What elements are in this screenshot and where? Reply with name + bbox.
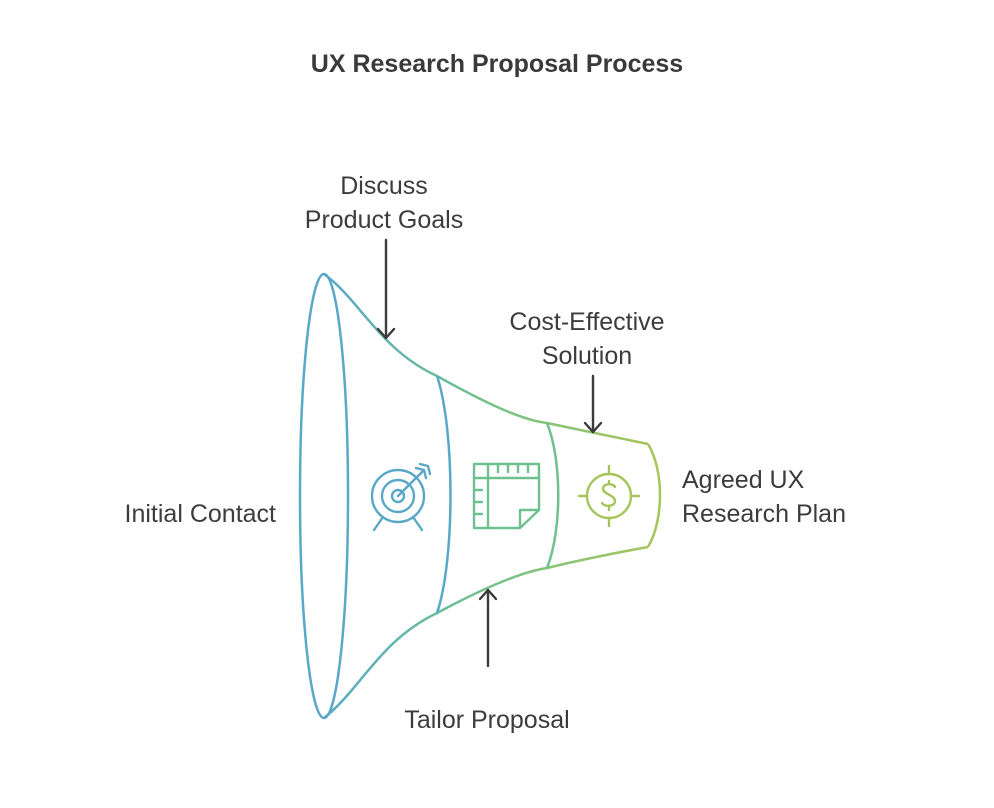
dollar-target-icon: [577, 464, 641, 528]
label-tailor-proposal: Tailor Proposal: [376, 703, 598, 737]
funnel-top-edge: [323, 272, 649, 446]
funnel-bottom-edge: [323, 545, 649, 719]
stage-end: [646, 443, 662, 548]
target-arrow-icon: [370, 462, 432, 532]
funnel-mouth: [298, 272, 350, 720]
diagram-title: UX Research Proposal Process: [310, 50, 684, 78]
stage-divider-1: [435, 375, 452, 614]
label-discuss-line1: Discuss: [340, 172, 428, 200]
stage-divider-2: [545, 422, 560, 569]
arrow-discuss-goals: [376, 238, 396, 340]
label-initial-contact: Initial Contact: [90, 497, 276, 531]
label-cost-effective-solution: Cost-Effective Solution: [490, 305, 684, 373]
label-discuss-product-goals: Discuss Product Goals: [286, 169, 482, 237]
label-cost-effective-line2: Solution: [541, 342, 633, 370]
blueprint-icon: [472, 462, 541, 530]
label-agreed-ux-research-plan: Agreed UX Research Plan: [682, 463, 882, 531]
label-agreed-line1: Agreed UX: [682, 466, 805, 494]
arrow-cost-effective: [583, 374, 603, 434]
label-cost-effective-line1: Cost-Effective: [509, 308, 665, 336]
label-discuss-line2: Product Goals: [304, 206, 464, 234]
label-initial-contact-text: Initial Contact: [124, 500, 276, 528]
label-agreed-line2: Research Plan: [682, 500, 846, 528]
arrow-tailor-proposal: [478, 588, 498, 668]
label-tailor-proposal-text: Tailor Proposal: [404, 706, 570, 734]
